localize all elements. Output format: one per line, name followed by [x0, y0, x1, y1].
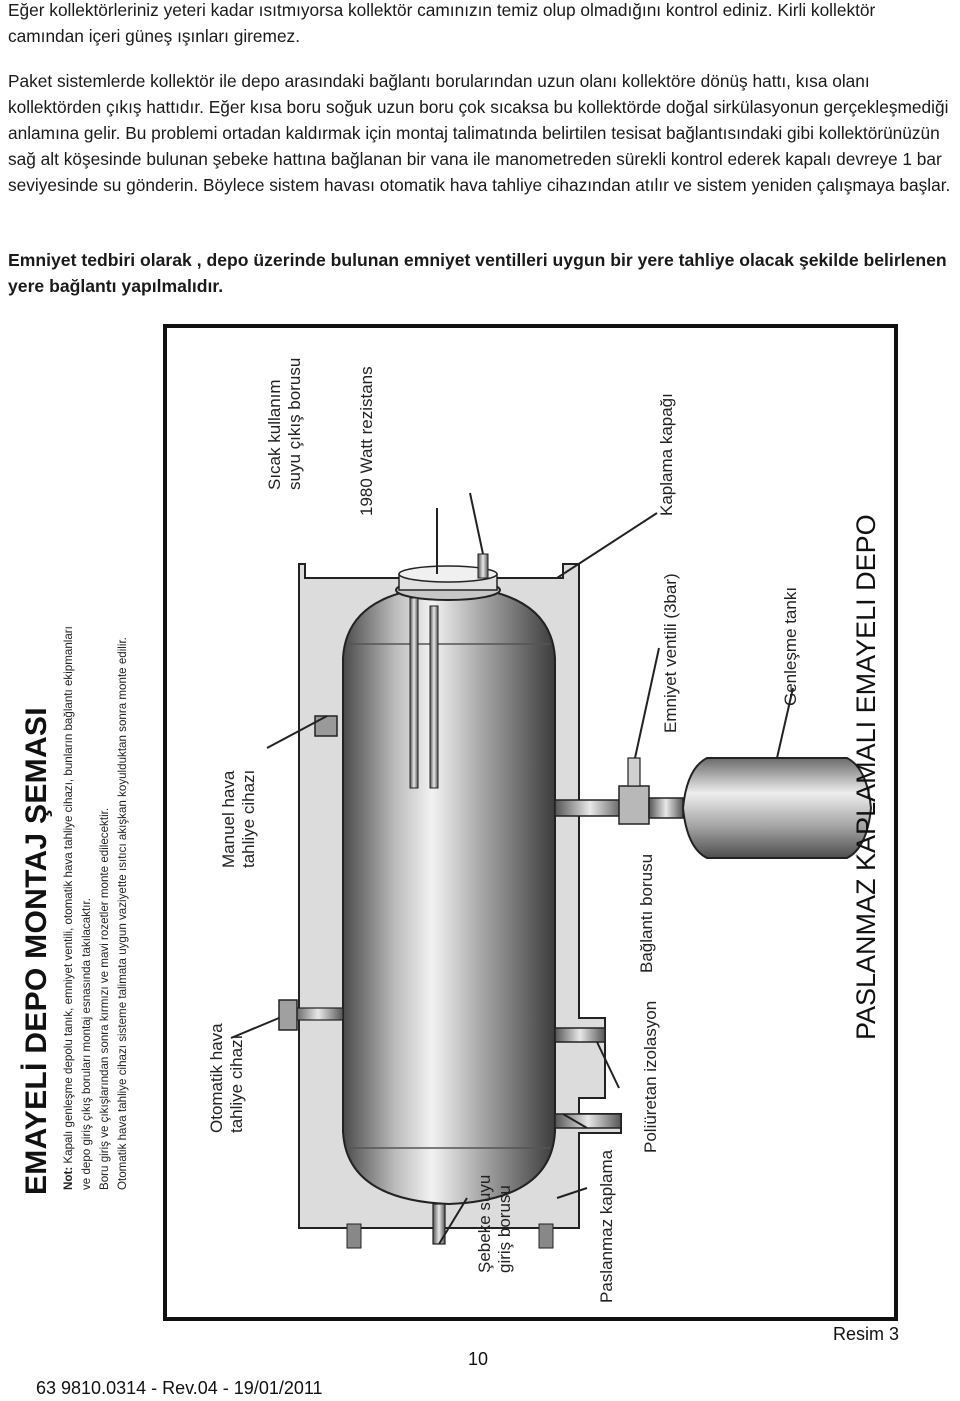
page-number: 10: [468, 1349, 489, 1369]
valve-knob: [627, 757, 641, 787]
auto-vent-leader: [230, 1017, 280, 1039]
side-title: EMAYELİ DEPO MONTAJ ŞEMASI: [20, 707, 53, 1195]
auto-vent: [278, 999, 298, 1031]
leg-right: [538, 1223, 554, 1249]
tank-illustration: [230, 492, 873, 1249]
expansion-tank: [681, 757, 873, 859]
auto-vent-pipe: [292, 1007, 344, 1021]
label-otomatik-2: tahliye cihazı: [227, 1034, 246, 1133]
expansion-leader: [776, 687, 794, 759]
resistor-rod-2: [429, 605, 439, 789]
label-manuel-2: tahliye cihazı: [239, 769, 258, 868]
document-code: 63 9810.0314 - Rev.04 - 19/01/2011: [36, 1378, 323, 1398]
label-manuel-1: Manuel hava: [219, 770, 238, 868]
tank-diagram: Sıcak kullanım suyu çıkış borusu 1980 Wa…: [163, 324, 898, 1321]
note-line-4: Otomatik hava tahliye cihazı sisteme tal…: [116, 637, 129, 1190]
diagram-title: PASLANMAZ KAPLAMALI EMAYELI DEPO: [851, 514, 881, 1040]
manual-vent: [314, 715, 338, 737]
label-kaplama: Paslanmaz kaplama: [597, 1149, 616, 1303]
label-genlesme: Genleşme tankı: [781, 586, 800, 706]
manual-vent-leader: [266, 715, 328, 749]
note-label: Not:: [62, 1166, 75, 1190]
cover-leader: [556, 512, 658, 579]
label-sicak-1: Sıcak kullanım: [265, 379, 284, 490]
label-kapak: Kaplama kapağı: [657, 393, 676, 516]
exp-tank-stub: [648, 797, 684, 819]
label-sebeke-2: giriş borusu: [495, 1185, 514, 1273]
label-emniyet: Emniyet ventili (3bar): [661, 573, 680, 733]
lower-pipe-1: [554, 1027, 606, 1043]
note-line-2: ve depo giriş çıkış boruları montaj esna…: [80, 898, 93, 1190]
paragraph-connection-pipes: Paket sistemlerde kollektör ile depo ara…: [8, 71, 951, 195]
label-baglanti: Bağlantı borusu: [637, 853, 656, 973]
valve-pipe: [554, 799, 626, 817]
mains-leader: [438, 1197, 468, 1245]
safety-valve: [618, 785, 650, 825]
safety-valve-leader: [634, 647, 660, 759]
label-sebeke-1: Şebeke suyu: [475, 1174, 494, 1273]
note-text-1: Kapalı genleşme depolu tanık, emniyet ve…: [62, 626, 75, 1167]
hot-outlet-leader: [469, 492, 484, 555]
label-izolasyon: Poliüretan izolasyon: [641, 1000, 660, 1153]
cladding-leader: [556, 1187, 588, 1199]
label-otomatik-1: Otomatik hava: [207, 1023, 226, 1133]
label-sicak-2: suyu çıkış borusu: [285, 357, 304, 490]
paragraph-collector-glass: Eğer kollektörleriniz yeteri kadar ısıtm…: [8, 0, 876, 46]
flange-top: [398, 565, 498, 583]
lower-pipe-2: [554, 1113, 622, 1129]
paragraph-safety-note: Emniyet tedbiri olarak , depo üzerinde b…: [8, 250, 947, 296]
note-line-1: Not: Kapalı genleşme depolu tanık, emniy…: [62, 626, 75, 1190]
resistor-rod: [409, 597, 419, 789]
leg-left: [346, 1223, 362, 1249]
insulation-leader: [562, 1113, 588, 1129]
note-line-3: Boru giriş ve çıkışlarından sonra kırmız…: [98, 807, 111, 1190]
figure-number: Resim 3: [833, 1324, 900, 1344]
connection-leader: [596, 1041, 620, 1089]
hot-outlet-pipe: [477, 553, 489, 579]
label-rezistans: 1980 Watt rezistans: [357, 366, 376, 516]
tank-body: [342, 584, 556, 1206]
